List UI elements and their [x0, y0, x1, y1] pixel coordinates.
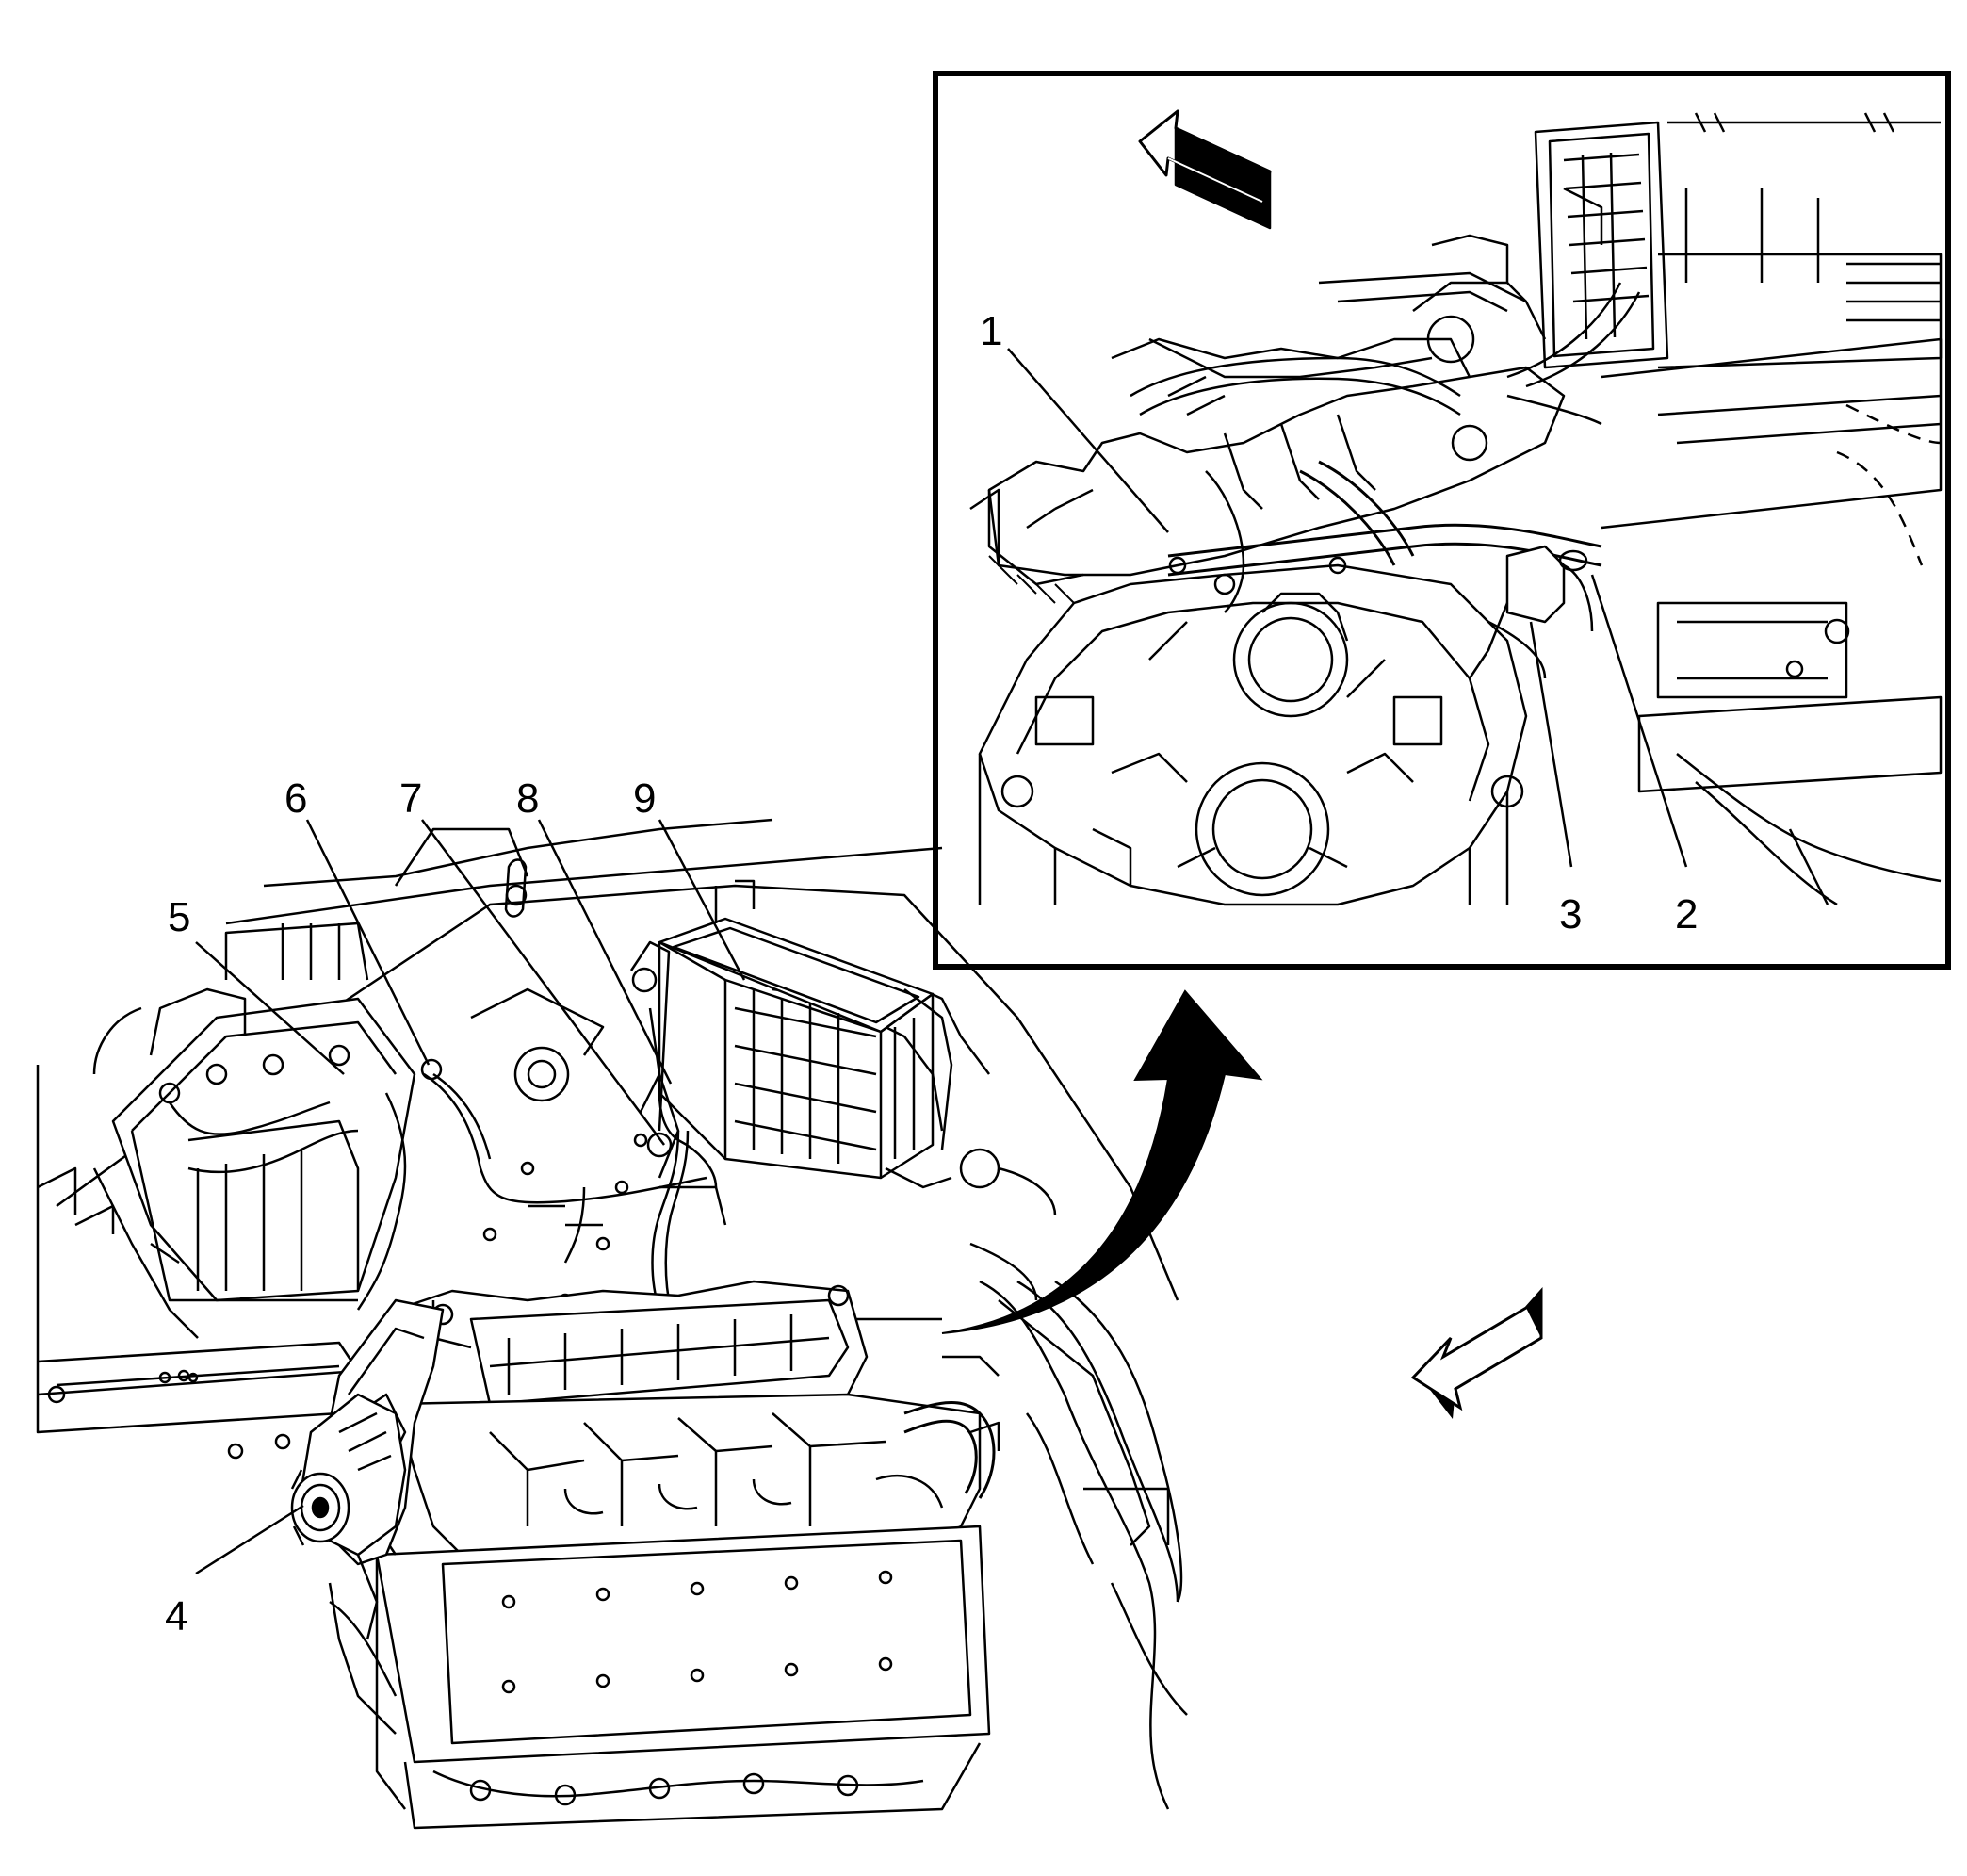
detail-transition-arrow	[942, 991, 1260, 1333]
callout-6: 6	[284, 775, 307, 822]
body-floor	[38, 820, 1178, 1432]
wiring-harness	[358, 1008, 725, 1310]
radiator-hose	[876, 1402, 999, 1508]
engine-block	[377, 1395, 989, 1828]
callout-2: 2	[1675, 891, 1698, 938]
detail-sensor-connector	[1470, 546, 1592, 678]
callout-4: 4	[165, 1593, 187, 1639]
leader-8	[539, 820, 671, 1084]
callout-3: 3	[1559, 891, 1582, 938]
leader-4	[196, 1506, 303, 1574]
main-callouts: 4 5 6 7 8 9	[165, 775, 656, 1639]
fender-edge	[942, 1281, 1187, 1809]
leader-7	[422, 820, 664, 1145]
callout-1: 1	[980, 308, 1002, 354]
leader-5	[196, 942, 344, 1074]
detail-engine-block	[980, 558, 1526, 905]
main-view	[38, 820, 1187, 1828]
callout-8: 8	[516, 775, 539, 822]
leader-1	[1008, 349, 1168, 532]
detail-inset-frame	[935, 73, 1948, 967]
detail-intake-manifold	[989, 236, 1564, 575]
callout-7: 7	[399, 775, 422, 822]
front-direction-arrow-main	[1413, 1291, 1541, 1419]
detail-front-cover	[970, 490, 1083, 603]
callout-5: 5	[168, 894, 190, 940]
detail-callouts: 1 2 3	[980, 308, 1698, 938]
leader-2	[1592, 575, 1686, 867]
detail-inset: 1 2 3	[935, 73, 1948, 967]
main-leaders	[196, 820, 744, 1574]
detail-leaders	[1008, 349, 1686, 867]
water-pump	[292, 1395, 405, 1639]
front-direction-arrow-detail	[1140, 111, 1270, 228]
leader-6	[307, 820, 429, 1065]
leader-9	[659, 820, 744, 980]
detail-crossmember	[1639, 603, 1941, 905]
callout-9: 9	[633, 775, 656, 822]
leader-3	[1531, 622, 1571, 867]
